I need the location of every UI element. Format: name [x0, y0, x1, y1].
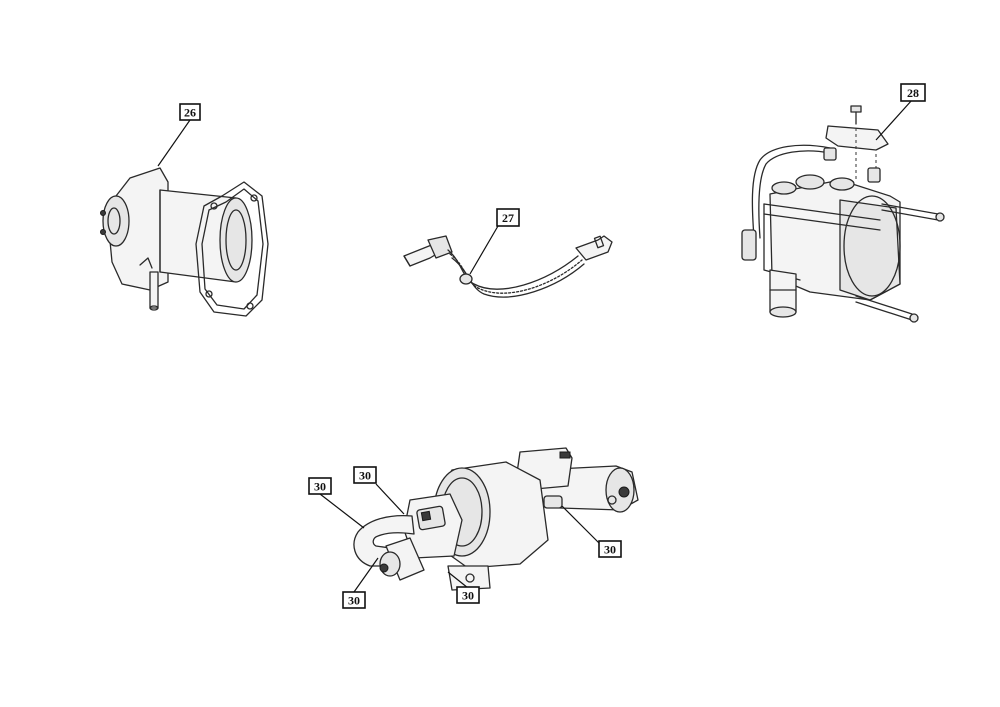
leader-26	[157, 119, 191, 167]
heater-unit	[741, 99, 945, 323]
callout-30-top: 30	[353, 466, 377, 484]
callout-26: 26	[179, 103, 201, 121]
callout-28: 28	[900, 83, 926, 102]
callout-label-30-bottom-left: 30	[348, 594, 360, 608]
callout-30-bottom-left: 30	[342, 591, 366, 609]
callout-30-bottom: 30	[456, 586, 480, 604]
callout-label-30-bottom: 30	[462, 589, 474, 603]
burner-tube-assembly	[100, 119, 269, 317]
callout-27: 27	[496, 208, 520, 227]
leader-30d	[447, 571, 469, 589]
leader-27	[469, 225, 499, 275]
leader-30a	[319, 493, 365, 529]
callout-30-left: 30	[308, 477, 332, 495]
glow-pin-harness	[403, 225, 613, 298]
callout-label-28: 28	[907, 86, 919, 100]
leader-30c	[353, 557, 379, 593]
leader-30e	[561, 505, 601, 545]
leader-28	[875, 99, 913, 141]
leader-30b	[375, 483, 405, 515]
callout-30-right: 30	[598, 540, 622, 558]
callout-label-26: 26	[184, 106, 196, 120]
callout-label-30-top: 30	[359, 469, 371, 483]
coolant-pump-assembly	[319, 447, 639, 593]
callout-label-30-right: 30	[604, 543, 616, 557]
callout-label-27: 27	[502, 211, 514, 225]
callout-label-30-left: 30	[314, 480, 326, 494]
